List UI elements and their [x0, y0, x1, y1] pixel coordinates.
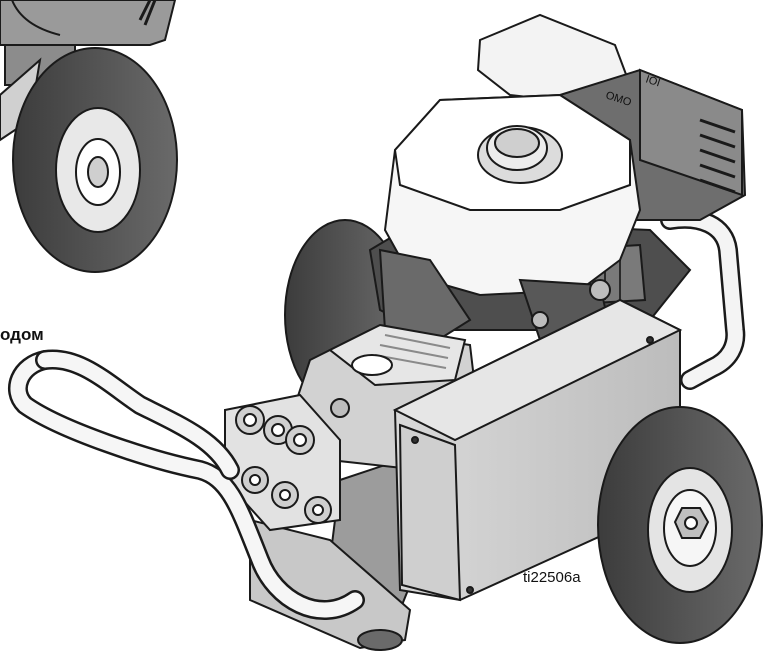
engine-icon: OMO IOI: [368, 13, 747, 347]
wheel-icon: [597, 406, 763, 644]
figure-id-label: ti22506a: [523, 569, 581, 586]
svg-text:IOI: IOI: [644, 73, 662, 89]
handle-icon: [8, 349, 365, 620]
inset-wheel: [0, 0, 178, 273]
caption-fragment: одом: [0, 325, 44, 344]
